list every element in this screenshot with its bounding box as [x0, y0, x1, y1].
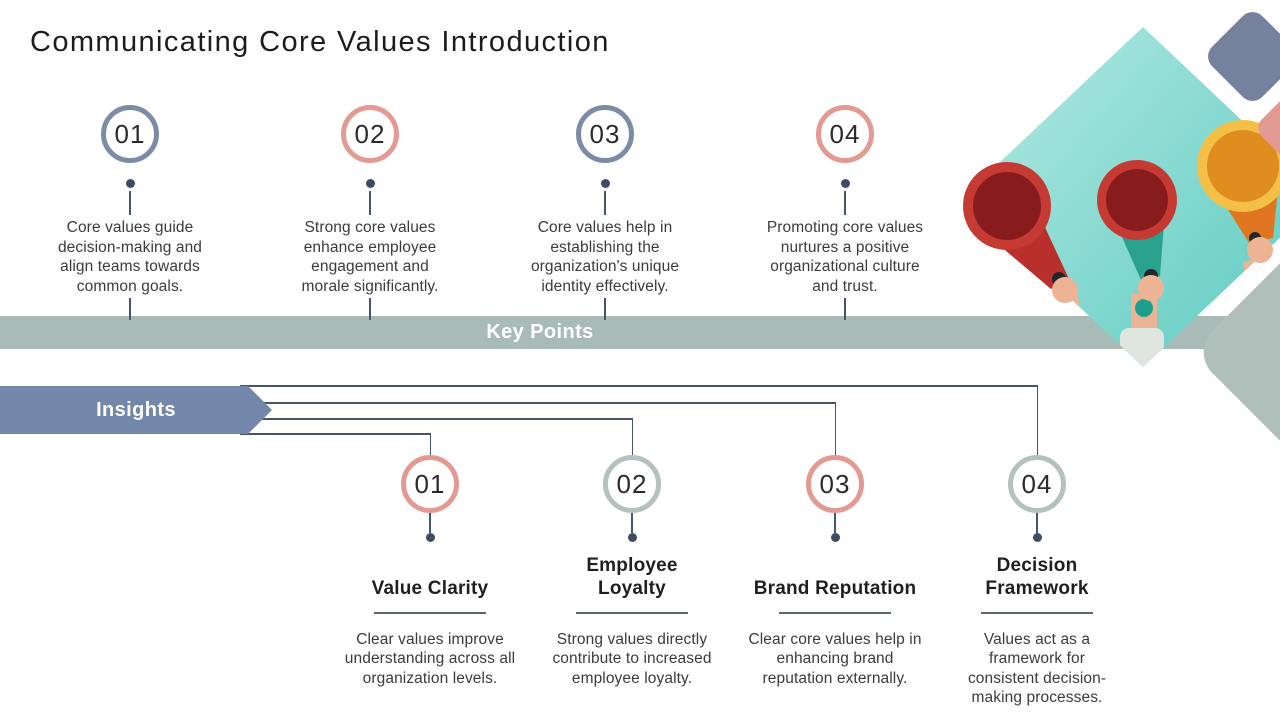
connector-dot [365, 179, 375, 188]
key-points-bar [0, 316, 1280, 349]
insight-item: 03 Brand Reputation Clear core values he… [730, 455, 940, 688]
step-number: 02 [354, 118, 386, 149]
connector-line [429, 433, 431, 458]
connector-line [604, 191, 606, 215]
step-number: 03 [819, 468, 851, 499]
insight-title: Employee Loyalty [586, 555, 678, 599]
insight-text: Clear core values help in enhancing bran… [748, 630, 922, 687]
connector-line [844, 191, 846, 215]
insight-title: Decision Framework [985, 555, 1089, 599]
step-number: 01 [414, 468, 446, 499]
key-point-text: Promoting core values nurtures a positiv… [766, 219, 924, 295]
step-circle: 02 [341, 105, 399, 163]
connector-line [240, 385, 1038, 387]
step-number: 03 [589, 118, 621, 149]
insights-banner: Insights [0, 386, 272, 434]
connector-line [129, 298, 131, 320]
connector-line [834, 402, 836, 458]
title-underline [779, 612, 891, 614]
title-underline [576, 612, 688, 614]
page-title: Communicating Core Values Introduction [30, 26, 610, 58]
connector-line [1036, 513, 1038, 533]
connector-line [240, 402, 836, 404]
connector-line [631, 513, 633, 533]
connector-dot [830, 533, 840, 542]
insight-item: 04 Decision Framework Values act as a fr… [932, 455, 1142, 708]
megaphone-red-left [963, 162, 1078, 303]
step-number: 01 [114, 118, 146, 149]
connector-dot [1032, 533, 1042, 542]
connector-line [129, 191, 131, 215]
megaphones-photo [963, 27, 1280, 367]
connector-dot [600, 179, 610, 188]
step-circle: 03 [806, 455, 864, 513]
connector-dot [840, 179, 850, 188]
key-point-text: Core values help in establishing the org… [530, 219, 680, 295]
connector-line [240, 433, 431, 435]
connector-line [429, 513, 431, 533]
step-number: 02 [616, 468, 648, 499]
key-point-item: 04 Promoting core values nurtures a posi… [735, 105, 955, 320]
step-circle: 01 [401, 455, 459, 513]
sweater-cuff [1120, 328, 1164, 367]
step-circle: 04 [816, 105, 874, 163]
connector-dot [627, 533, 637, 542]
connector-dot [425, 533, 435, 542]
title-underline [981, 612, 1093, 614]
title-underline [374, 612, 486, 614]
insight-title: Brand Reputation [753, 578, 917, 599]
key-point-text: Core values guide decision-making and al… [57, 219, 203, 295]
key-points-label: Key Points [486, 321, 594, 343]
step-circle: 02 [603, 455, 661, 513]
insight-title: Value Clarity [371, 578, 489, 599]
connector-dot [125, 179, 135, 188]
insights-label: Insights [96, 398, 176, 421]
connector-line [1036, 385, 1038, 458]
step-circle: 01 [101, 105, 159, 163]
step-number: 04 [1021, 468, 1053, 499]
key-point-item: 01 Core values guide decision-making and… [20, 105, 240, 320]
connector-line [369, 298, 371, 320]
insight-text: Strong values directly contribute to inc… [552, 630, 712, 687]
key-point-text: Strong core values enhance employee enga… [301, 219, 439, 295]
step-circle: 03 [576, 105, 634, 163]
connector-line [844, 298, 846, 320]
step-circle: 04 [1008, 455, 1066, 513]
connector-line [834, 513, 836, 533]
step-number: 04 [829, 118, 861, 149]
insight-item: 01 Value Clarity Clear values improve un… [325, 455, 535, 688]
connector-line [631, 418, 633, 458]
insight-text: Clear values improve understanding acros… [344, 630, 516, 687]
insight-item: 02 Employee Loyalty Strong values direct… [527, 455, 737, 688]
megaphone-teal-center [1097, 160, 1177, 301]
key-point-item: 02 Strong core values enhance employee e… [260, 105, 480, 320]
megaphone-orange-right [1197, 120, 1280, 263]
insight-text: Values act as a framework for consistent… [967, 630, 1107, 707]
connector-line [240, 418, 633, 420]
key-point-item: 03 Core values help in establishing the … [495, 105, 715, 320]
connector-line [604, 298, 606, 320]
connector-line [369, 191, 371, 215]
